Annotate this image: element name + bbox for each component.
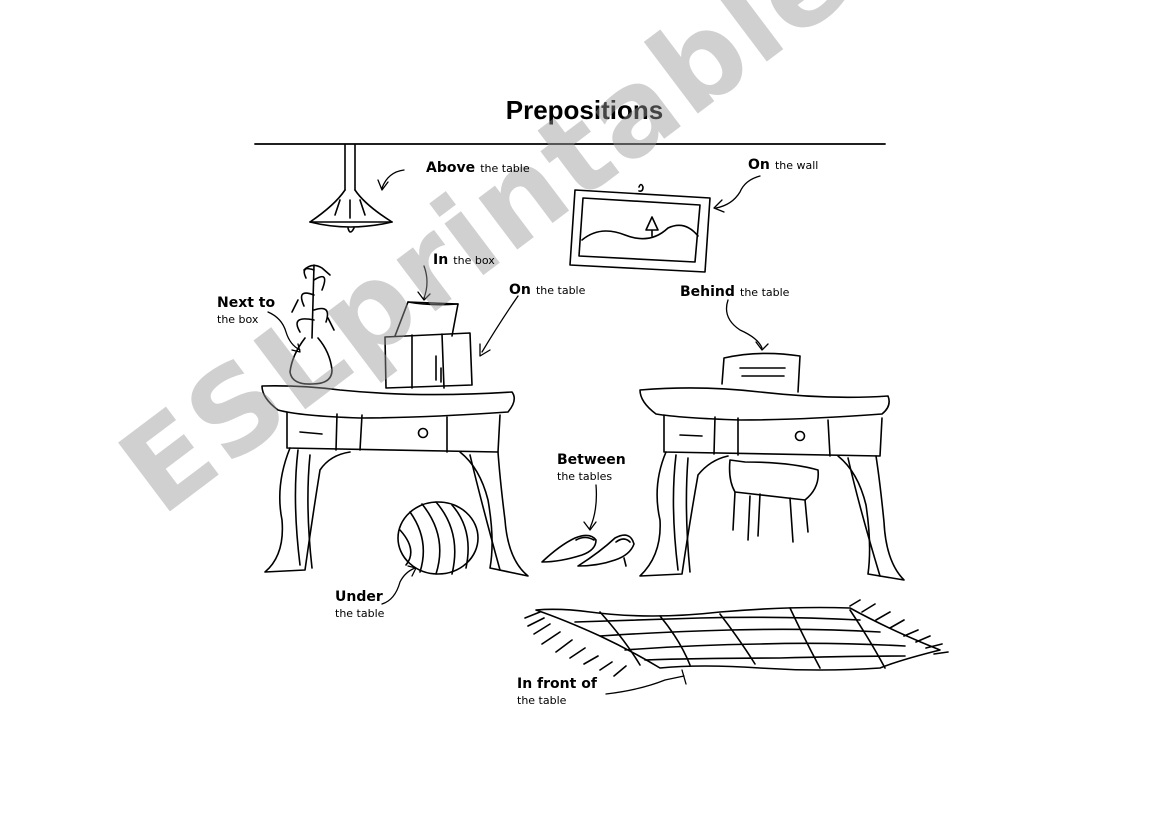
label-above-rest: the table <box>480 162 530 175</box>
vase-plant-drawing <box>289 264 335 385</box>
ball-drawing <box>397 501 479 575</box>
ceiling-lamp-drawing <box>309 144 393 233</box>
label-next-to-rest: the box <box>217 313 259 326</box>
label-behind: Behind the table <box>680 283 789 299</box>
label-between-main: Between <box>557 452 626 468</box>
page-title: Prepositions <box>505 95 664 125</box>
label-on-table-rest: the table <box>535 284 586 297</box>
label-above-main: Above <box>426 160 476 176</box>
label-on-table: On the table <box>509 281 585 297</box>
label-behind-main: Behind <box>680 284 735 300</box>
label-between: Between the tables <box>557 453 626 482</box>
wall-picture-drawing <box>569 183 711 273</box>
label-under: Under the table <box>335 590 384 619</box>
label-between-rest: the tables <box>557 470 613 483</box>
label-next-to-main: Next to <box>217 295 276 311</box>
box-drawing <box>384 301 473 389</box>
label-on-wall: On the wall <box>748 156 818 172</box>
label-behind-rest: the table <box>740 286 790 299</box>
label-on-wall-rest: the wall <box>774 159 819 172</box>
rug-drawing <box>524 599 949 677</box>
label-in-front-of: In front of the table <box>517 677 597 706</box>
chair-drawing <box>721 352 820 543</box>
label-under-rest: the table <box>335 607 385 620</box>
label-arrows <box>267 169 769 695</box>
label-in-front-of-rest: the table <box>517 694 567 707</box>
label-above: Above the table <box>426 159 530 175</box>
label-in-front-of-main: In front of <box>517 676 597 692</box>
shoes-drawing <box>541 534 635 567</box>
label-in-box: In the box <box>433 251 495 267</box>
label-in-box-main: In <box>433 252 449 268</box>
right-table-drawing <box>639 387 905 581</box>
label-next-to: Next to the box <box>217 296 275 325</box>
label-on-table-main: On <box>509 282 531 298</box>
label-on-wall-main: On <box>748 157 770 173</box>
left-table-drawing <box>261 385 529 577</box>
label-in-box-rest: the box <box>453 254 495 267</box>
label-under-main: Under <box>335 589 383 605</box>
